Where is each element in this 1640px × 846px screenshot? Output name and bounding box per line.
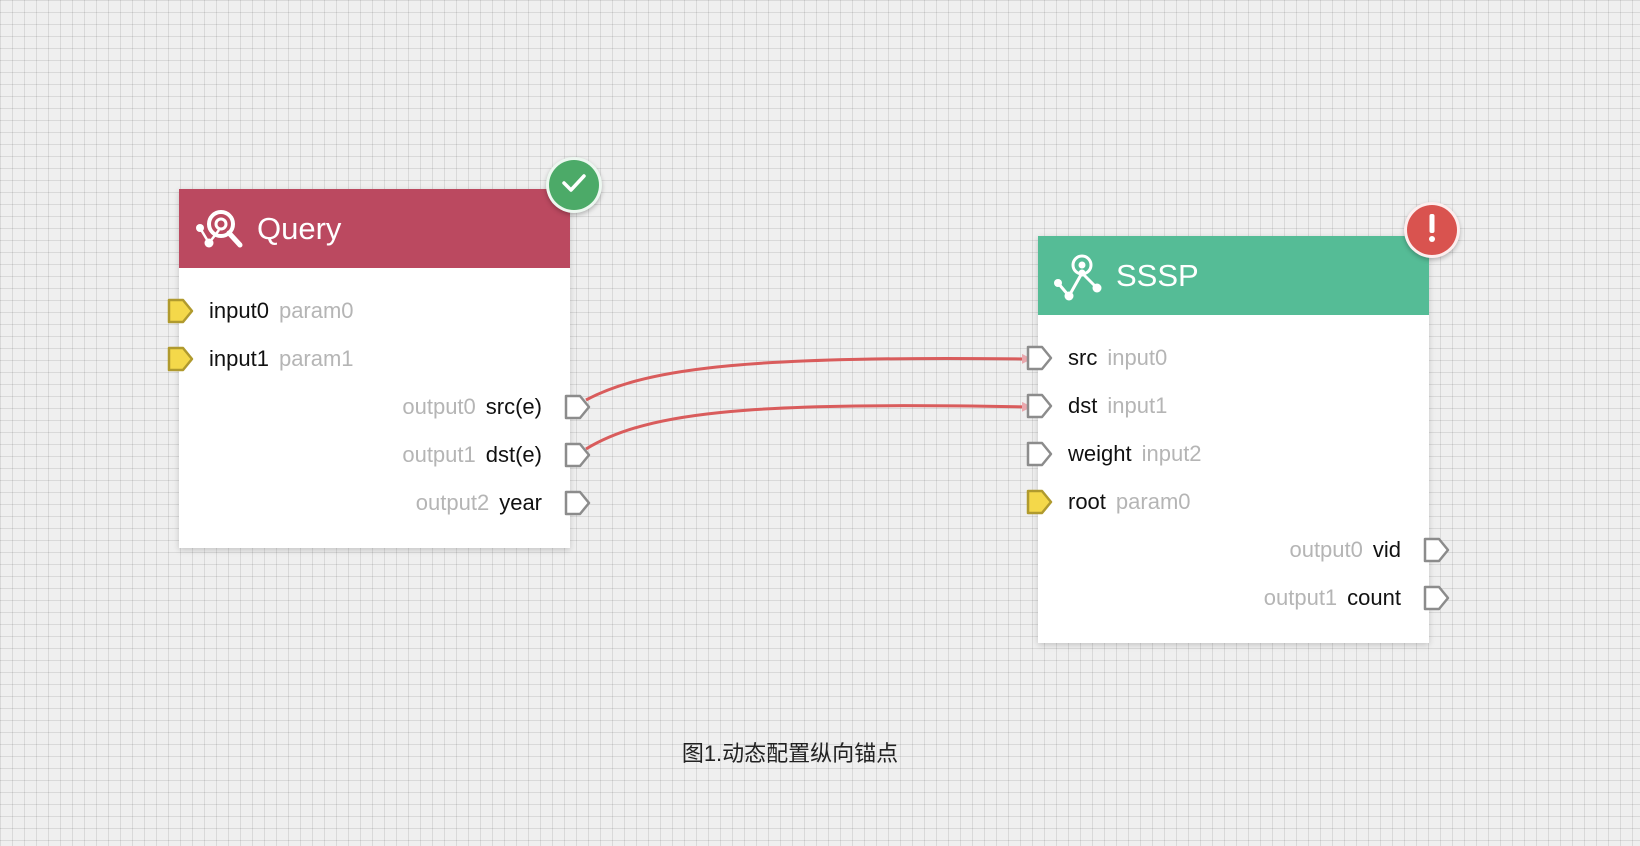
input-anchor-icon[interactable]: [1026, 393, 1054, 419]
port-alias: output0: [402, 394, 476, 419]
port-alias: input2: [1141, 441, 1202, 466]
query-input-row: input0 param0: [167, 296, 354, 326]
query-node[interactable]: Query input0 param0 input1 param1 output…: [167, 189, 591, 548]
port-alias: output2: [415, 490, 490, 515]
port-name: count: [1347, 585, 1401, 610]
port-name: year: [499, 490, 542, 515]
output-anchor-icon[interactable]: [1423, 537, 1451, 563]
param-anchor-icon[interactable]: [167, 346, 195, 372]
graph-search-icon: [191, 201, 247, 257]
edge-src-to-src[interactable]: [585, 353, 1032, 402]
port-alias: output0: [1289, 537, 1363, 562]
output-anchor-icon[interactable]: [564, 442, 592, 468]
sssp-node[interactable]: SSSP src input0 dst input1 weight input2: [1026, 236, 1450, 643]
query-input-row: input1 param1: [167, 344, 354, 374]
port-alias: input0: [1107, 345, 1168, 370]
port-name: vid: [1372, 537, 1401, 562]
shortest-path-icon: [1050, 248, 1106, 304]
checkmark-icon: [559, 168, 589, 203]
port-name: input0: [209, 298, 269, 323]
sssp-node-title: SSSP: [1116, 257, 1199, 293]
sssp-node-header[interactable]: SSSP: [1038, 236, 1429, 315]
port-name: src: [1068, 345, 1098, 370]
port-alias: input1: [1107, 393, 1168, 418]
edge-dst-to-dst[interactable]: [585, 401, 1032, 451]
sssp-input-row: root param0: [1026, 487, 1191, 517]
param-anchor-icon[interactable]: [167, 298, 195, 324]
sssp-input-row: weight input2: [1026, 439, 1202, 469]
port-alias: param0: [278, 298, 354, 323]
param-anchor-icon[interactable]: [1026, 489, 1054, 515]
input-anchor-icon[interactable]: [1026, 441, 1054, 467]
query-output-row: output1 dst(e): [402, 440, 592, 470]
port-alias: param1: [278, 346, 354, 371]
port-name: input1: [209, 346, 269, 371]
sssp-output-row: output1 count: [1264, 583, 1451, 613]
port-name: root: [1068, 489, 1106, 514]
output-anchor-icon[interactable]: [564, 394, 592, 420]
query-output-row: output2 year: [416, 488, 592, 518]
exclamation-icon: [1417, 211, 1447, 250]
sssp-output-row: output0 vid: [1289, 535, 1451, 565]
port-name: dst(e): [485, 442, 542, 467]
status-error-badge: [1404, 202, 1460, 258]
status-ok-badge: [546, 157, 602, 213]
input-anchor-icon[interactable]: [1026, 345, 1054, 371]
output-anchor-icon[interactable]: [1423, 585, 1451, 611]
query-output-row: output0 src(e): [402, 392, 592, 422]
port-name: src(e): [485, 394, 542, 419]
port-alias: output1: [402, 442, 476, 467]
output-anchor-icon[interactable]: [564, 490, 592, 516]
sssp-input-row: src input0: [1026, 343, 1167, 373]
sssp-input-row: dst input1: [1026, 391, 1167, 421]
query-node-title: Query: [257, 210, 342, 246]
port-name: weight: [1068, 441, 1132, 466]
port-alias: output1: [1263, 585, 1338, 610]
port-alias: param0: [1115, 489, 1191, 514]
figure-caption: 图1.动态配置纵向锚点: [681, 741, 899, 766]
query-node-header[interactable]: Query: [179, 189, 570, 268]
port-name: dst: [1068, 393, 1098, 418]
